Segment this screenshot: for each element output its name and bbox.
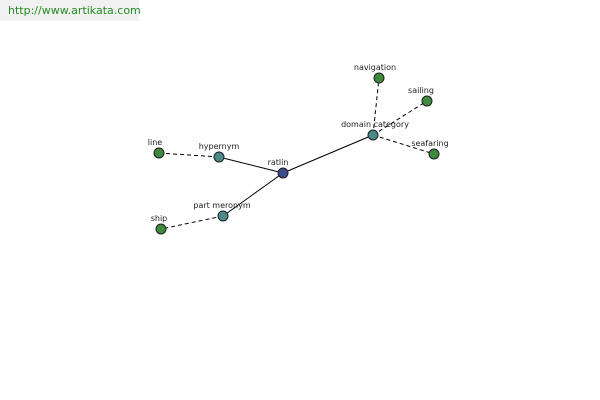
node-circle-ratlin (277, 167, 289, 179)
node-seafaring[interactable]: seafaring (411, 139, 449, 160)
node-label-navigation: navigation (354, 63, 396, 72)
edge-ratlin-hypernym (218, 156, 284, 174)
node-circle-hypernym (213, 151, 225, 163)
edge-domain-category-seafaring (372, 134, 435, 155)
node-label-part-meronym: part meronym (193, 201, 250, 210)
edge-domain-category-navigation (372, 77, 380, 136)
node-ship[interactable]: ship (151, 214, 168, 235)
node-hypernym[interactable]: hypernym (199, 142, 240, 163)
node-circle-navigation (373, 72, 385, 84)
node-navigation[interactable]: navigation (354, 63, 396, 84)
node-circle-domain-category (367, 129, 379, 141)
node-ratlin[interactable]: ratlin (268, 158, 289, 179)
node-domain-category[interactable]: domain category (341, 120, 409, 141)
node-label-seafaring: seafaring (411, 139, 448, 148)
node-circle-sailing (421, 95, 433, 107)
node-label-sailing: sailing (408, 86, 434, 95)
node-circle-part-meronym (217, 210, 229, 222)
node-circle-ship (155, 223, 167, 235)
edge-ratlin-domain-category (282, 134, 374, 174)
node-label-domain-category: domain category (341, 120, 409, 129)
node-label-hypernym: hypernym (199, 142, 240, 151)
edge-part-meronym-ship (160, 215, 224, 230)
edge-domain-category-sailing (372, 100, 428, 136)
node-label-line: line (148, 138, 163, 147)
node-label-ship: ship (151, 214, 168, 223)
site-banner: http://www.artikata.com (0, 0, 141, 21)
edge-hypernym-line (158, 152, 220, 158)
node-label-ratlin: ratlin (268, 158, 289, 167)
node-line[interactable]: line (148, 138, 165, 159)
node-circle-seafaring (428, 148, 440, 160)
node-sailing[interactable]: sailing (408, 86, 434, 107)
node-part-meronym[interactable]: part meronym (193, 201, 251, 222)
node-circle-line (153, 147, 165, 159)
edge-ratlin-part-meronym (222, 172, 284, 217)
site-url-link[interactable]: http://www.artikata.com (8, 4, 141, 17)
